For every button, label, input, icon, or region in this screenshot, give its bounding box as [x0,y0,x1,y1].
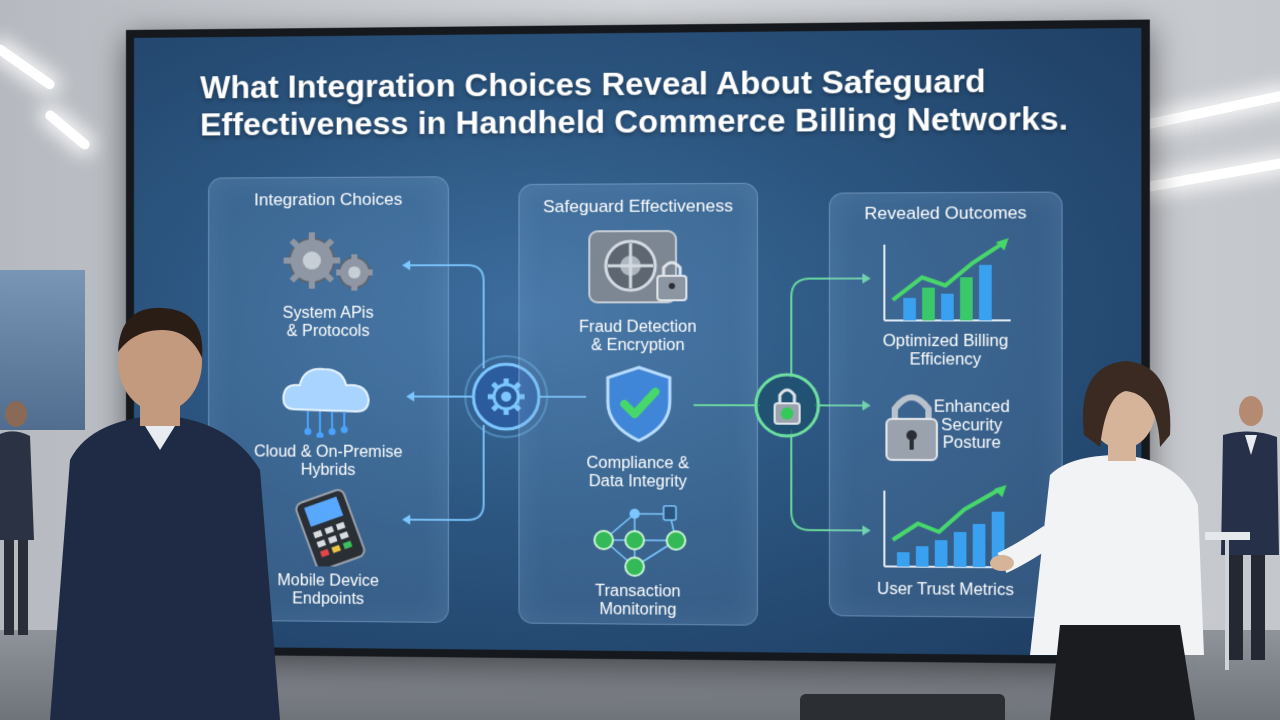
background-table-leg [1225,540,1229,670]
background-table [1205,532,1250,540]
item-label-transaction-monitoring: TransactionMonitoring [550,582,726,619]
slide-title-line2: Effectiveness in Handheld Commerce Billi… [200,99,1088,143]
panel-heading: Integration Choices [209,189,448,210]
shield-check-icon [602,363,676,444]
slide-title: What Integration Choices Reveal About Sa… [200,61,1088,143]
background-man-left [0,400,50,640]
slide-title-line1: What Integration Choices Reveal About Sa… [200,61,1088,106]
gears-icon [274,228,385,299]
foreground-chair [800,694,1005,720]
vault-lock-icon [583,225,697,313]
payment-terminal-icon [286,486,377,567]
network-check-icon [583,499,697,581]
panel-heading: Safeguard Effectiveness [519,196,756,217]
rising-bar-chart-icon [880,234,1017,327]
presenter-man [30,300,290,720]
presenter-woman [990,355,1220,720]
cloud-icon [276,357,377,438]
panel-heading: Revealed Outcomes [830,203,1062,224]
